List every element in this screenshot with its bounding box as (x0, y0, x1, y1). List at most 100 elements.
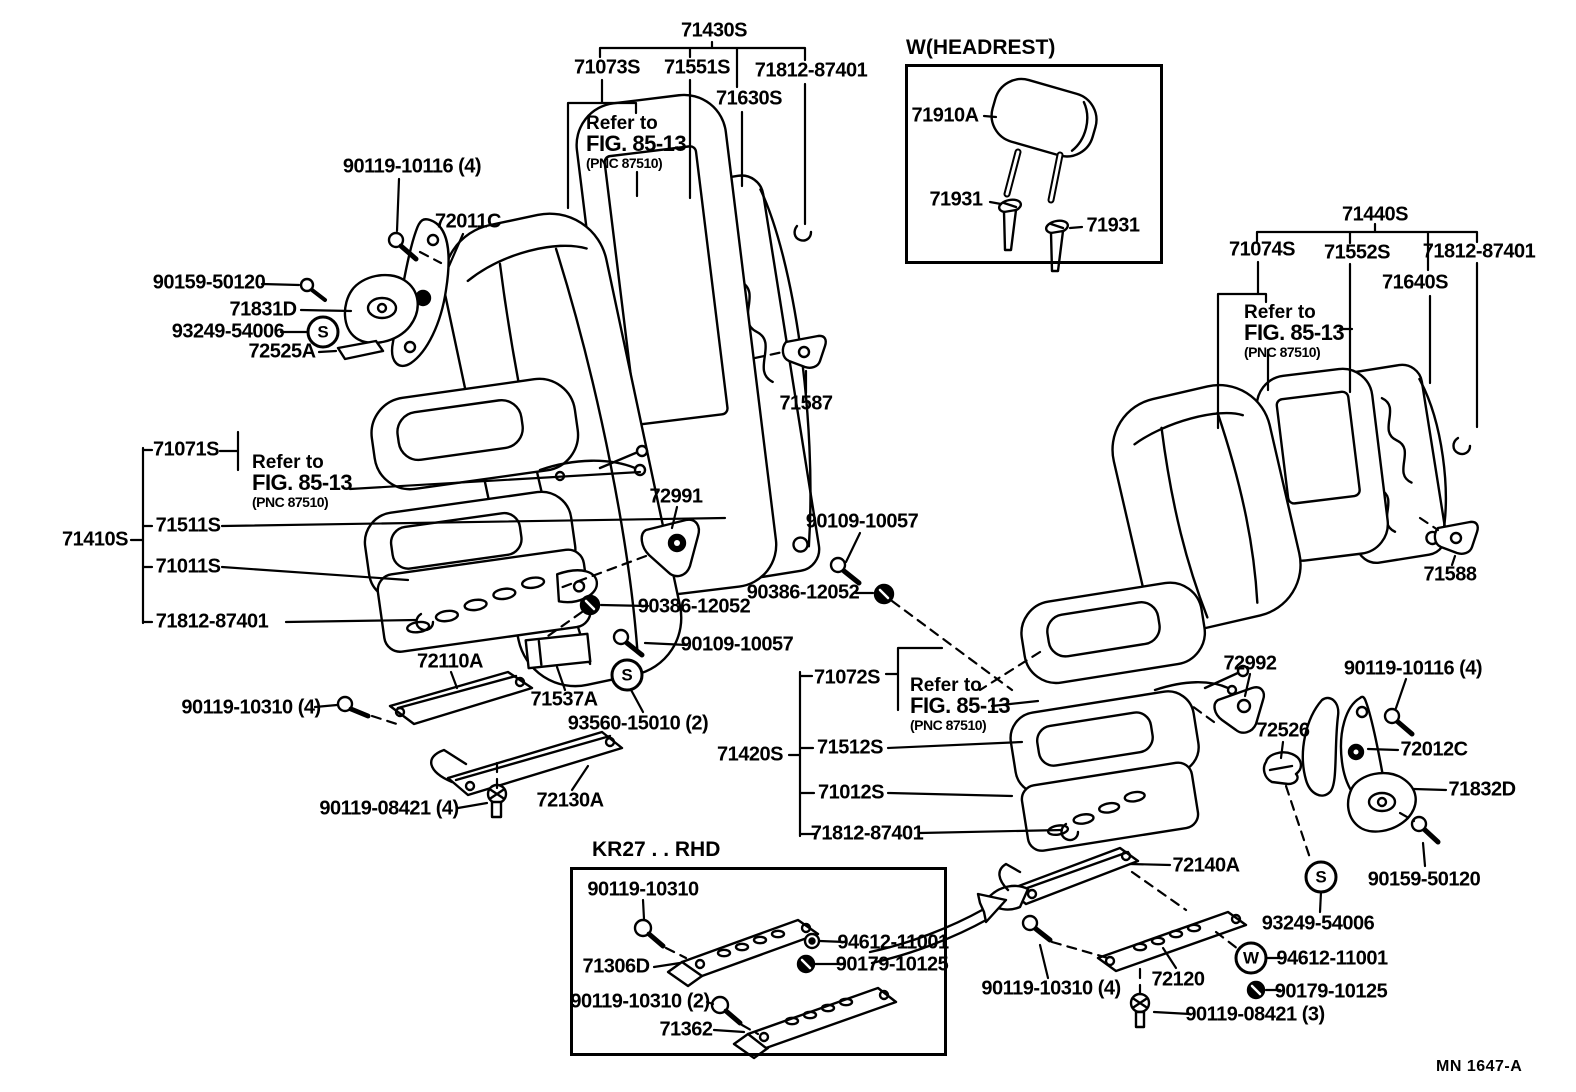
part-label-71812-87401: 71812-87401 (155, 610, 269, 633)
part-label-72526: 72526 (1256, 719, 1310, 742)
part-label-71812-87401: 71812-87401 (754, 59, 868, 82)
part-label-71587: 71587 (779, 392, 833, 415)
part-label-94612-11001: 94612-11001 (1276, 947, 1388, 970)
headrest-drawing (990, 77, 1098, 204)
kr27-bolt-bottom-drawing (710, 995, 743, 1026)
part-label-71011s: 71011S (155, 555, 221, 578)
part-label-71012s: 71012S (818, 781, 884, 804)
left-inner-rail-drawing (388, 670, 534, 726)
right-seatback-cover-drawing (1111, 383, 1302, 631)
part-label-71512s: 71512S (817, 736, 883, 759)
w-marker: W (1234, 941, 1268, 975)
part-label-71537a: 71537A (530, 688, 598, 711)
part-label-71420s: 71420S (717, 743, 783, 766)
part-label-90179-10125: 90179-10125 (835, 953, 949, 976)
part-label-72130a: 72130A (536, 789, 604, 812)
part-label-90119-08421-3: 90119-08421 (3) (1185, 1003, 1325, 1026)
part-label-90386-12052: 90386-12052 (637, 595, 751, 618)
part-label-71910a: 71910A (911, 104, 979, 127)
headrest-panel-box (905, 64, 1163, 264)
left-screw-90119-10310-drawing (336, 695, 371, 719)
part-label-72110a: 72110A (417, 650, 483, 673)
part-label-90386-12052: 90386-12052 (746, 581, 860, 604)
right-rail-72120-drawing (1096, 910, 1248, 973)
kr27-rail-71362-drawing (732, 986, 898, 1060)
right-bolt-90119-08421-drawing (1129, 992, 1151, 1029)
part-label-71440s: 71440S (1342, 203, 1408, 226)
hook-top-71812-drawing (793, 224, 813, 242)
left-clip-71587-drawing (781, 334, 827, 369)
part-label-90119-10310-2: 90119-10310 (2) (570, 990, 710, 1013)
leader-lines (129, 40, 1479, 1034)
refer-note-line3: (PNC 87510) (586, 154, 663, 171)
part-label-90159-50120: 90159-50120 (1367, 868, 1481, 891)
left-bolt-90119-08421-drawing (486, 783, 508, 819)
part-label-71071s: 71071S (153, 438, 219, 461)
part-label-71588: 71588 (1423, 563, 1477, 586)
part-label-71511s: 71511S (155, 514, 221, 537)
right-rail-72140a-drawing (988, 846, 1140, 911)
kr27-rail-71306d-drawing (666, 918, 820, 988)
refer-note-line1: Refer to (910, 675, 982, 696)
part-label-71812-87401: 71812-87401 (1422, 240, 1536, 263)
refer-note-line3: (PNC 87510) (910, 716, 987, 733)
right-bracket-72992-drawing (1213, 686, 1266, 734)
right-clip-71588-drawing (1433, 520, 1479, 555)
refer-note-left-top: Refer to FIG. 85-13 (PNC 87510) (586, 113, 687, 171)
part-label-90119-10310: 90119-10310 (587, 878, 699, 901)
part-label-71832d: 71832D (1448, 778, 1516, 801)
kr27-panel-title: KR27 . . RHD (592, 838, 721, 861)
part-label-71552s: 71552S (1324, 241, 1390, 264)
part-label-90119-10116: 90119-10116 (4) (342, 155, 482, 178)
refer-note-line2: FIG. 85-13 (252, 470, 353, 496)
refer-note-right-mid: Refer to FIG. 85-13 (PNC 87510) (910, 675, 1011, 733)
part-label-71812-87401: 71812-87401 (810, 822, 924, 845)
part-label-72991: 72991 (649, 485, 703, 508)
headrest-panel-title: W(HEADREST) (906, 36, 1056, 59)
right-clip-72526-drawing (1262, 751, 1303, 786)
part-label-71831d: 71831D (229, 298, 297, 321)
left-bracket-72991-drawing (640, 518, 700, 578)
refer-note-right-top: Refer to FIG. 85-13 (PNC 87510) (1244, 302, 1345, 360)
part-label-71306d: 71306D (582, 955, 650, 978)
hook-right-top-71812-drawing (1452, 436, 1472, 456)
left-cushion-cover-drawing (370, 377, 580, 491)
part-label-72992: 72992 (1223, 652, 1277, 675)
part-label-71931: 71931 (929, 188, 983, 211)
right-cushion-cover-drawing (1020, 581, 1207, 685)
refer-note-line1: Refer to (1244, 302, 1316, 323)
hook-left-71812-drawing (415, 612, 435, 632)
part-label-90109-10057: 90109-10057 (805, 510, 919, 533)
refer-note-line2: FIG. 85-13 (910, 693, 1011, 719)
part-label-93249-54006: 93249-54006 (1261, 912, 1375, 935)
right-screw-90109-drawing (829, 556, 862, 586)
right-screw-90159-drawing (1410, 815, 1441, 845)
part-label-90179-10125: 90179-10125 (1274, 980, 1388, 1003)
part-label-71640s: 71640S (1382, 271, 1448, 294)
refer-note-line1: Refer to (586, 113, 658, 134)
left-screw-90159-drawing (299, 277, 327, 302)
refer-note-line2: FIG. 85-13 (586, 131, 687, 157)
s-marker: S (610, 658, 644, 692)
right-bolt-90119-10310-drawing (1021, 914, 1053, 943)
part-label-90109-10057: 90109-10057 (680, 633, 794, 656)
part-label-72120: 72120 (1151, 968, 1205, 991)
s-marker: S (1304, 860, 1338, 894)
dashed-alignment-lines (370, 250, 1440, 1036)
headrest-support-left-drawing (997, 198, 1023, 252)
part-label-93560-15010: 93560-15010 (2) (567, 712, 709, 735)
left-grommet-90386-drawing (579, 594, 601, 616)
right-bolt-90119-10116-drawing (1383, 707, 1415, 737)
left-recline-handle-drawing (343, 273, 419, 345)
kr27-bolt-top-drawing (633, 918, 666, 949)
refer-note-line3: (PNC 87510) (252, 493, 329, 510)
refer-note-line3: (PNC 87510) (1244, 343, 1321, 360)
part-label-90159-50120: 90159-50120 (152, 271, 266, 294)
left-screw-90109-drawing (612, 628, 645, 658)
part-label-71073s: 71073S (574, 56, 640, 79)
part-label-71430s: 71430S (681, 19, 747, 42)
part-label-90119-10116: 90119-10116 (4) (1343, 657, 1483, 680)
s-marker: S (306, 315, 340, 349)
part-label-71931: 71931 (1086, 214, 1140, 237)
